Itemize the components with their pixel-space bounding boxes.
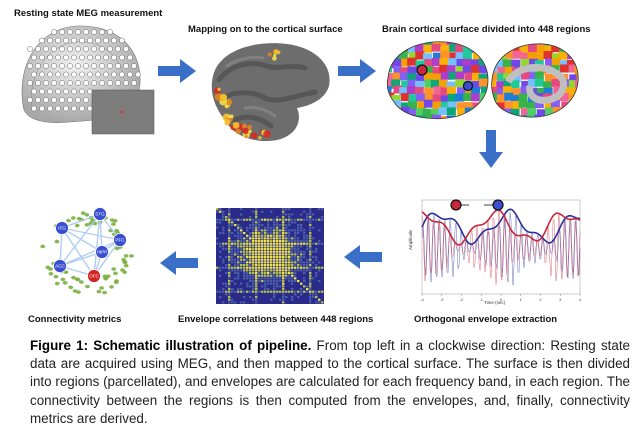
network-node: PFC (113, 233, 127, 247)
svg-text:-2: -2 (460, 297, 464, 302)
meg-head-image (21, 25, 155, 135)
svg-text:STG: STG (95, 212, 105, 217)
envelope-plot: -4 -3 -2 -1 0 1 2 3 4 (408, 192, 586, 308)
svg-text:IFG: IFG (58, 226, 66, 231)
svg-text:4: 4 (579, 297, 582, 302)
region-marker-red (416, 64, 428, 76)
correlation-matrix (216, 208, 324, 304)
plot-xlabel: Time (sec) (484, 300, 506, 305)
parcellated-brain-image (386, 41, 579, 119)
region-marker-blue (462, 80, 474, 92)
svg-text:-4: -4 (420, 297, 424, 302)
envelope-stage-label: Envelope correlations between 448 region… (178, 314, 374, 325)
svg-text:-3: -3 (440, 297, 444, 302)
caption-text: From top left in a clockwise direction: … (30, 338, 630, 426)
network-node: HIPP (95, 245, 109, 259)
connectivity-network: STG IFG PFC ACC OFC HIPP (40, 207, 134, 295)
svg-text:PFC: PFC (115, 238, 125, 243)
arrow-left-icon (160, 251, 198, 275)
regions-stage-label: Brain cortical surface divided into 448 … (382, 24, 591, 35)
svg-text:0: 0 (500, 297, 503, 302)
svg-text:OFC: OFC (89, 274, 99, 279)
svg-text:HIPP: HIPP (97, 250, 108, 255)
svg-text:-1: -1 (479, 297, 483, 302)
caption-label: Figure 1: Schematic illustration of pipe… (30, 338, 312, 353)
meg-stage-label: Resting state MEG measurement (14, 8, 163, 19)
svg-text:1: 1 (520, 297, 523, 302)
svg-text:3: 3 (559, 297, 562, 302)
arrow-right-icon (338, 59, 376, 83)
network-node: ACC (53, 259, 67, 273)
network-node: OFC (87, 269, 101, 283)
arrow-down-icon (479, 130, 503, 168)
plot-marker-red (450, 199, 462, 211)
network-node: IFG (55, 221, 69, 235)
mapping-stage-label: Mapping on to the cortical surface (188, 24, 343, 35)
svg-text:ACC: ACC (55, 264, 65, 269)
svg-text:2: 2 (539, 297, 542, 302)
arrow-right-icon (158, 59, 196, 83)
plot-ylabel: Amplitude (408, 229, 413, 250)
inflated-cortex-image (211, 43, 330, 142)
plot-marker-blue (492, 199, 504, 211)
connectivity-stage-label: Connectivity metrics (28, 314, 122, 325)
orthogonal-stage-label: Orthogonal envelope extraction (414, 314, 558, 325)
arrow-left-icon (344, 245, 382, 269)
network-node: STG (93, 207, 107, 221)
figure-caption: Figure 1: Schematic illustration of pipe… (30, 337, 630, 428)
